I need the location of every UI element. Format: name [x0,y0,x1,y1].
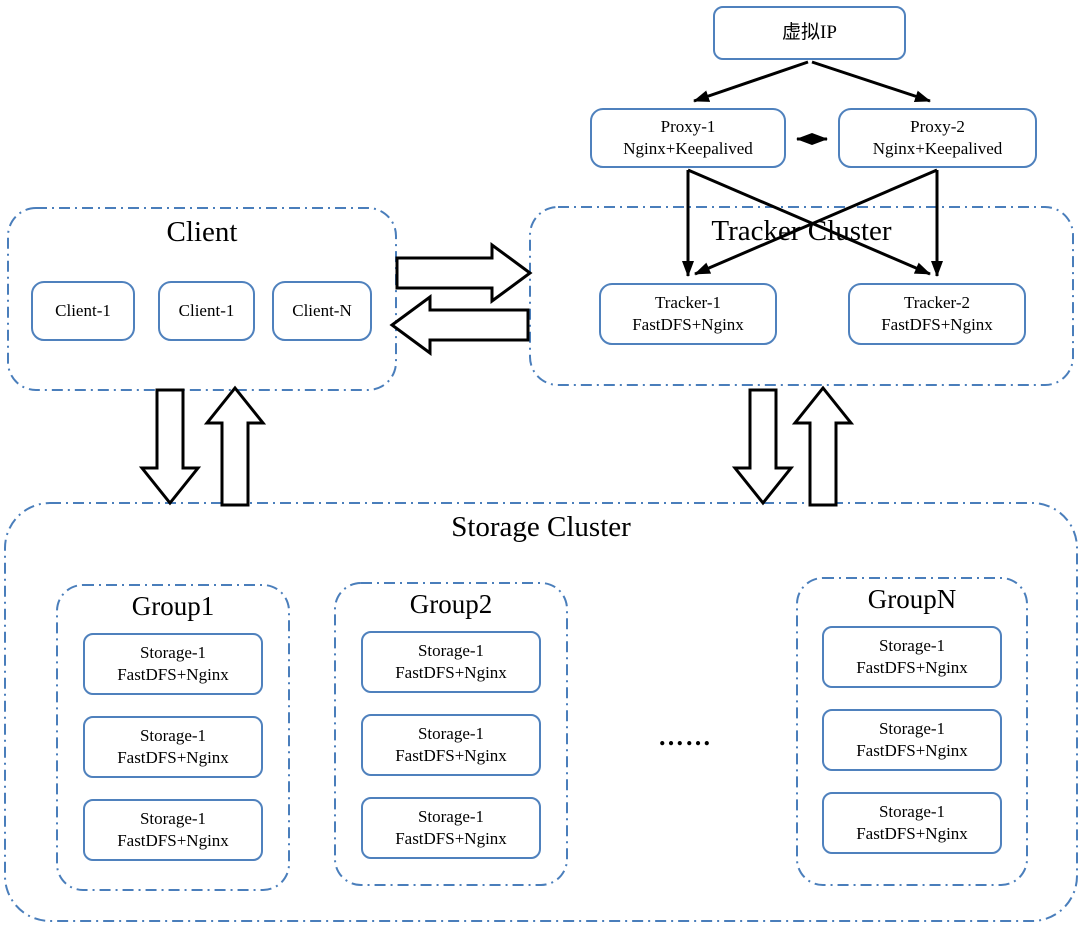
group2-title: Group2 [409,589,493,619]
group1-border [56,584,290,891]
storage-name: Storage-1 [139,725,207,745]
storage-name: Storage-1 [417,640,485,660]
tracker-1-stack: FastDFS+Nginx [632,315,744,334]
tracker-2-node: Tracker-2 FastDFS+Nginx [848,283,1026,345]
storage-cluster-title: Storage Cluster [451,511,631,543]
group1-storage-node-1: Storage-1 FastDFS+Nginx [83,633,263,695]
proxy-1-stack: Nginx+Keepalived [623,139,753,158]
groupN-title: GroupN [867,584,957,614]
storage-name: Storage-1 [139,642,207,662]
storage-stack: FastDFS+Nginx [117,748,229,767]
proxy-1-name: Proxy-1 [660,116,716,136]
group1-storage-node-3: Storage-1 FastDFS+Nginx [83,799,263,861]
group1-title: Group1 [131,591,215,621]
groupN-border [796,577,1028,886]
client-cluster-border [7,207,397,391]
storage-stack: FastDFS+Nginx [856,658,968,677]
vip-to-proxy2-arrow [811,60,931,103]
client-n-node: Client-N [272,281,372,341]
storage-stack: FastDFS+Nginx [395,663,507,682]
group2-border [334,582,568,886]
tracker-1-name: Tracker-1 [654,292,722,312]
vip-to-proxy1-arrow [693,60,809,103]
group2-storage-node-1: Storage-1 FastDFS+Nginx [361,631,541,693]
tracker-2-stack: FastDFS+Nginx [881,315,993,334]
tracker-cluster-title: Tracker Cluster [711,215,892,247]
groupN-storage-node-2: Storage-1 FastDFS+Nginx [822,709,1002,771]
tracker-cluster-border [529,206,1074,386]
group2-storage-node-2: Storage-1 FastDFS+Nginx [361,714,541,776]
groupN-storage-node-3: Storage-1 FastDFS+Nginx [822,792,1002,854]
tracker-2-name: Tracker-2 [903,292,971,312]
client-to-tracker-block-arrow [395,242,533,304]
storage-to-client-up-arrow [203,385,267,507]
client-1-label: Client-1 [55,300,111,320]
storage-name: Storage-1 [878,635,946,655]
group1-storage-node-2: Storage-1 FastDFS+Nginx [83,716,263,778]
storage-name: Storage-1 [878,718,946,738]
proxy1-to-tracker2-arrow [687,168,931,276]
storage-stack: FastDFS+Nginx [395,829,507,848]
proxy-2-node: Proxy-2 Nginx+Keepalived [838,108,1037,168]
more-groups-ellipsis: …… [658,722,712,751]
group2-storage-node-3: Storage-1 FastDFS+Nginx [361,797,541,859]
tracker-to-client-block-arrow [389,294,530,356]
storage-name: Storage-1 [878,801,946,821]
storage-name: Storage-1 [417,723,485,743]
client-1-node: Client-1 [31,281,135,341]
storage-stack: FastDFS+Nginx [117,665,229,684]
storage-stack: FastDFS+Nginx [117,831,229,850]
tracker-1-node: Tracker-1 FastDFS+Nginx [599,283,777,345]
storage-name: Storage-1 [139,808,207,828]
client-2-label: Client-1 [178,300,235,320]
storage-to-tracker-up-arrow [791,385,855,507]
storage-stack: FastDFS+Nginx [395,746,507,765]
virtual-ip-label: 虚拟IP [782,21,837,43]
proxy-2-stack: Nginx+Keepalived [872,139,1003,158]
proxy2-to-tracker1-arrow [694,168,938,276]
storage-name: Storage-1 [417,806,485,826]
client-n-label: Client-N [292,300,352,320]
storage-stack: FastDFS+Nginx [856,741,968,760]
storage-cluster-border [4,502,1078,922]
client-2-node: Client-1 [158,281,255,341]
storage-stack: FastDFS+Nginx [856,824,968,843]
client-to-storage-down-arrow [138,388,202,506]
proxy-2-name: Proxy-2 [910,116,965,136]
client-cluster-title: Client [166,216,238,248]
proxy-1-node: Proxy-1 Nginx+Keepalived [590,108,786,168]
tracker-to-storage-down-arrow [731,388,795,506]
virtual-ip-node: 虚拟IP [713,6,906,60]
groupN-storage-node-1: Storage-1 FastDFS+Nginx [822,626,1002,688]
